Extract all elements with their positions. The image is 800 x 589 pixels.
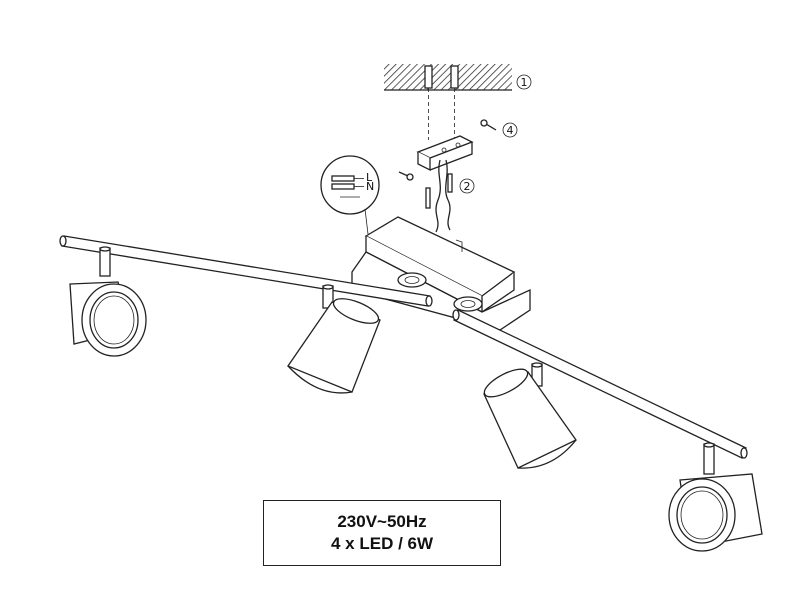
spotlight-3 bbox=[483, 362, 577, 469]
wiring-detail-bubble: L N bbox=[320, 155, 380, 235]
voltage-spec: 230V~50Hz bbox=[337, 512, 427, 531]
spotlight-1 bbox=[69, 246, 147, 357]
spotlight-2 bbox=[287, 284, 381, 394]
spotlight-4 bbox=[668, 442, 763, 552]
bar-right bbox=[452, 309, 748, 459]
svg-text:N: N bbox=[366, 180, 374, 193]
lamp-spec: 4 x LED / 6W bbox=[330, 534, 434, 553]
screw-set bbox=[398, 119, 497, 209]
wall-plugs bbox=[424, 65, 459, 140]
mounting-bracket bbox=[416, 135, 474, 172]
canopy-box bbox=[351, 216, 531, 331]
supply-wires bbox=[435, 159, 451, 233]
step-label-2: 2 bbox=[459, 178, 475, 194]
bar-left bbox=[59, 235, 433, 307]
svg-text:1: 1 bbox=[521, 76, 528, 89]
step-label-1: 1 bbox=[516, 74, 532, 90]
svg-text:2: 2 bbox=[464, 180, 471, 193]
ceiling bbox=[384, 64, 512, 91]
svg-text:4: 4 bbox=[507, 124, 514, 137]
svg-text:L: L bbox=[366, 171, 373, 184]
step-label-4: 4 bbox=[502, 122, 518, 138]
spec-label-box: 230V~50Hz 4 x LED / 6W bbox=[263, 500, 501, 566]
